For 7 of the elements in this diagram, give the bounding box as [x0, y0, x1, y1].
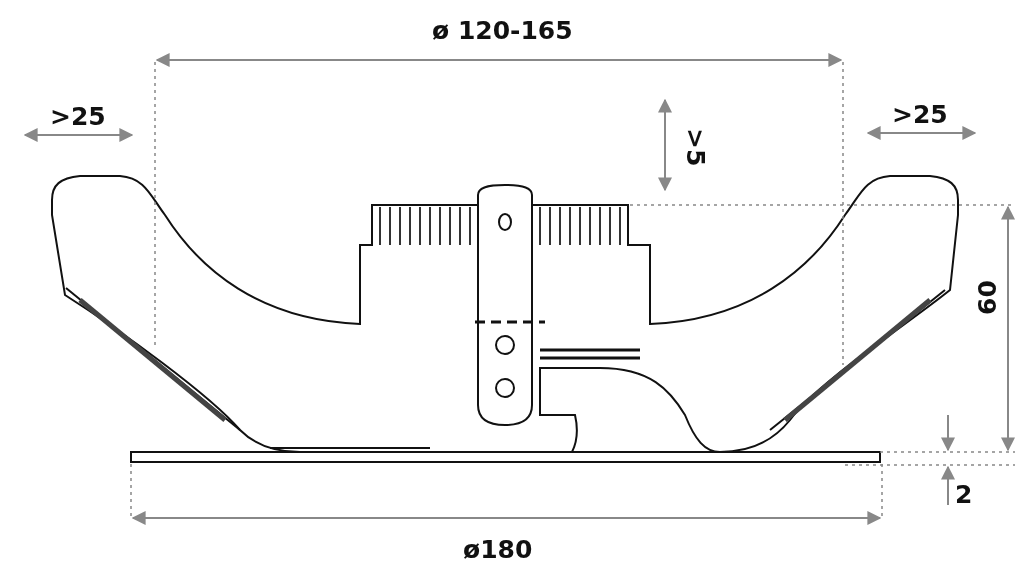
dimension-label: ø180: [463, 537, 533, 562]
dimension-label: >25: [50, 104, 106, 129]
dimension-label: ø 120-165: [432, 18, 573, 43]
dimension-label: >25: [892, 102, 948, 127]
dimension-label: 2: [955, 482, 973, 507]
dimension-label: 60: [975, 280, 1000, 315]
dimension-label: >5: [683, 128, 708, 167]
